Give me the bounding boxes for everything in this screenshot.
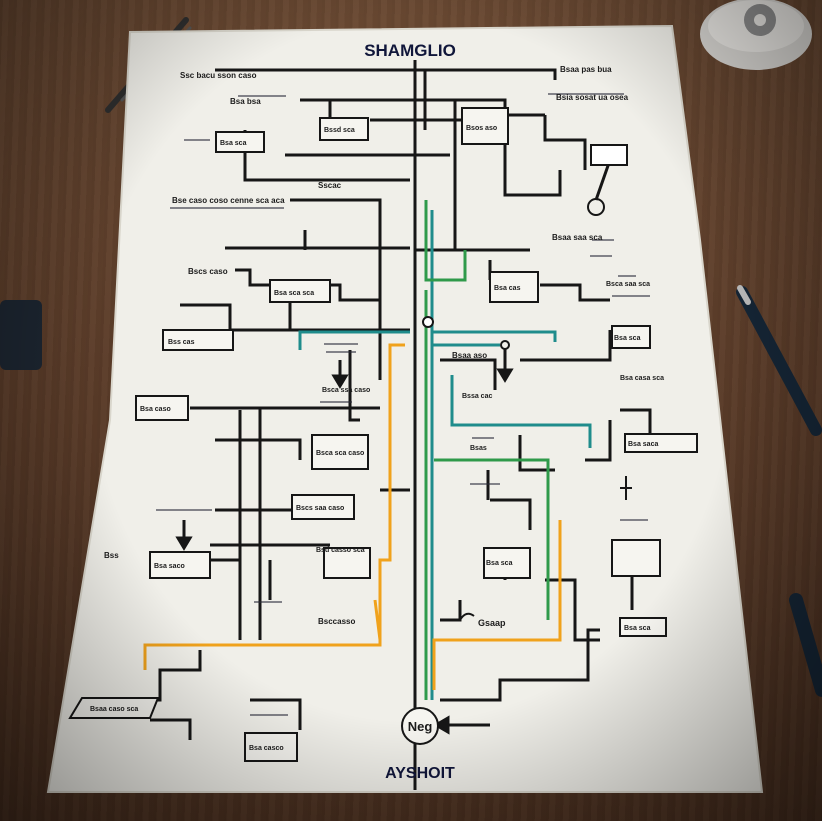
diagram-title: SHAMGLIO xyxy=(364,41,456,60)
label-node-e: Bsos aso xyxy=(466,125,497,132)
label-box-cb: Bsa sca xyxy=(486,560,513,567)
label-stack-center: Bsca ssa caso xyxy=(322,387,370,394)
label-left-b: Bscs caso xyxy=(188,267,228,276)
label-ctr-low: Bscs saa caso xyxy=(296,505,344,512)
label-mid-left: Bse caso coso cenne sca aca xyxy=(172,196,285,205)
label-right-box: Bsa cas xyxy=(494,285,521,292)
badge-label: Neg xyxy=(408,719,433,734)
pen-icon xyxy=(740,288,816,430)
label-box-left: Bsa sca sca xyxy=(274,290,314,297)
label-node-d: Sscac xyxy=(318,181,342,190)
diagram-footer: AYSHOIT xyxy=(385,765,455,782)
label-center: Bsaa aso xyxy=(452,351,487,360)
label-box-right-low: Bsa saca xyxy=(628,441,658,448)
label-box-far-left: Bss cas xyxy=(168,339,195,346)
label-node-b: Bsa sca xyxy=(220,140,247,147)
label-right-small: Bsa sca xyxy=(614,335,641,342)
label-ctr-dark: Bsas xyxy=(470,445,487,452)
label-caption-g: Gsaap xyxy=(478,618,506,628)
label-mid-right: Bsaa saa sca xyxy=(552,233,603,242)
marker-icon xyxy=(0,300,42,370)
label-top-right2: Bsia sosat ua osea xyxy=(556,93,629,102)
box-square xyxy=(591,145,627,165)
label-box-bottom: Bsa casco xyxy=(249,745,284,752)
label-top-right: Bsaa pas bua xyxy=(560,65,612,74)
label-center-box: Bsca sca caso xyxy=(316,450,364,457)
box-right-low xyxy=(612,540,660,576)
label-node-a: Bsa bsa xyxy=(230,97,261,106)
label-ctr-bot: Bsd casso sca xyxy=(316,547,365,554)
label-node-c: Bssd sca xyxy=(324,127,355,134)
tape-roll-icon xyxy=(700,0,812,70)
label-top-left: Ssc bacu sson caso xyxy=(180,71,257,80)
label-row: Bssa cac xyxy=(462,393,492,400)
label-caption-mid: Bsccasso xyxy=(318,617,355,626)
pen-icon xyxy=(796,600,822,690)
label-right-far: Bsa casa sca xyxy=(620,375,664,382)
label-side: Bss xyxy=(104,551,119,560)
label-left-mid: Bsa caso xyxy=(140,406,171,413)
label-box-br: Bsa sca xyxy=(624,625,651,632)
label-box-bl: Bsa saco xyxy=(154,563,185,570)
label-box-bottom-left: Bsaa caso sca xyxy=(90,706,138,713)
label-right: Bsca saa sca xyxy=(606,281,650,288)
neg-badge: Neg xyxy=(402,708,438,744)
